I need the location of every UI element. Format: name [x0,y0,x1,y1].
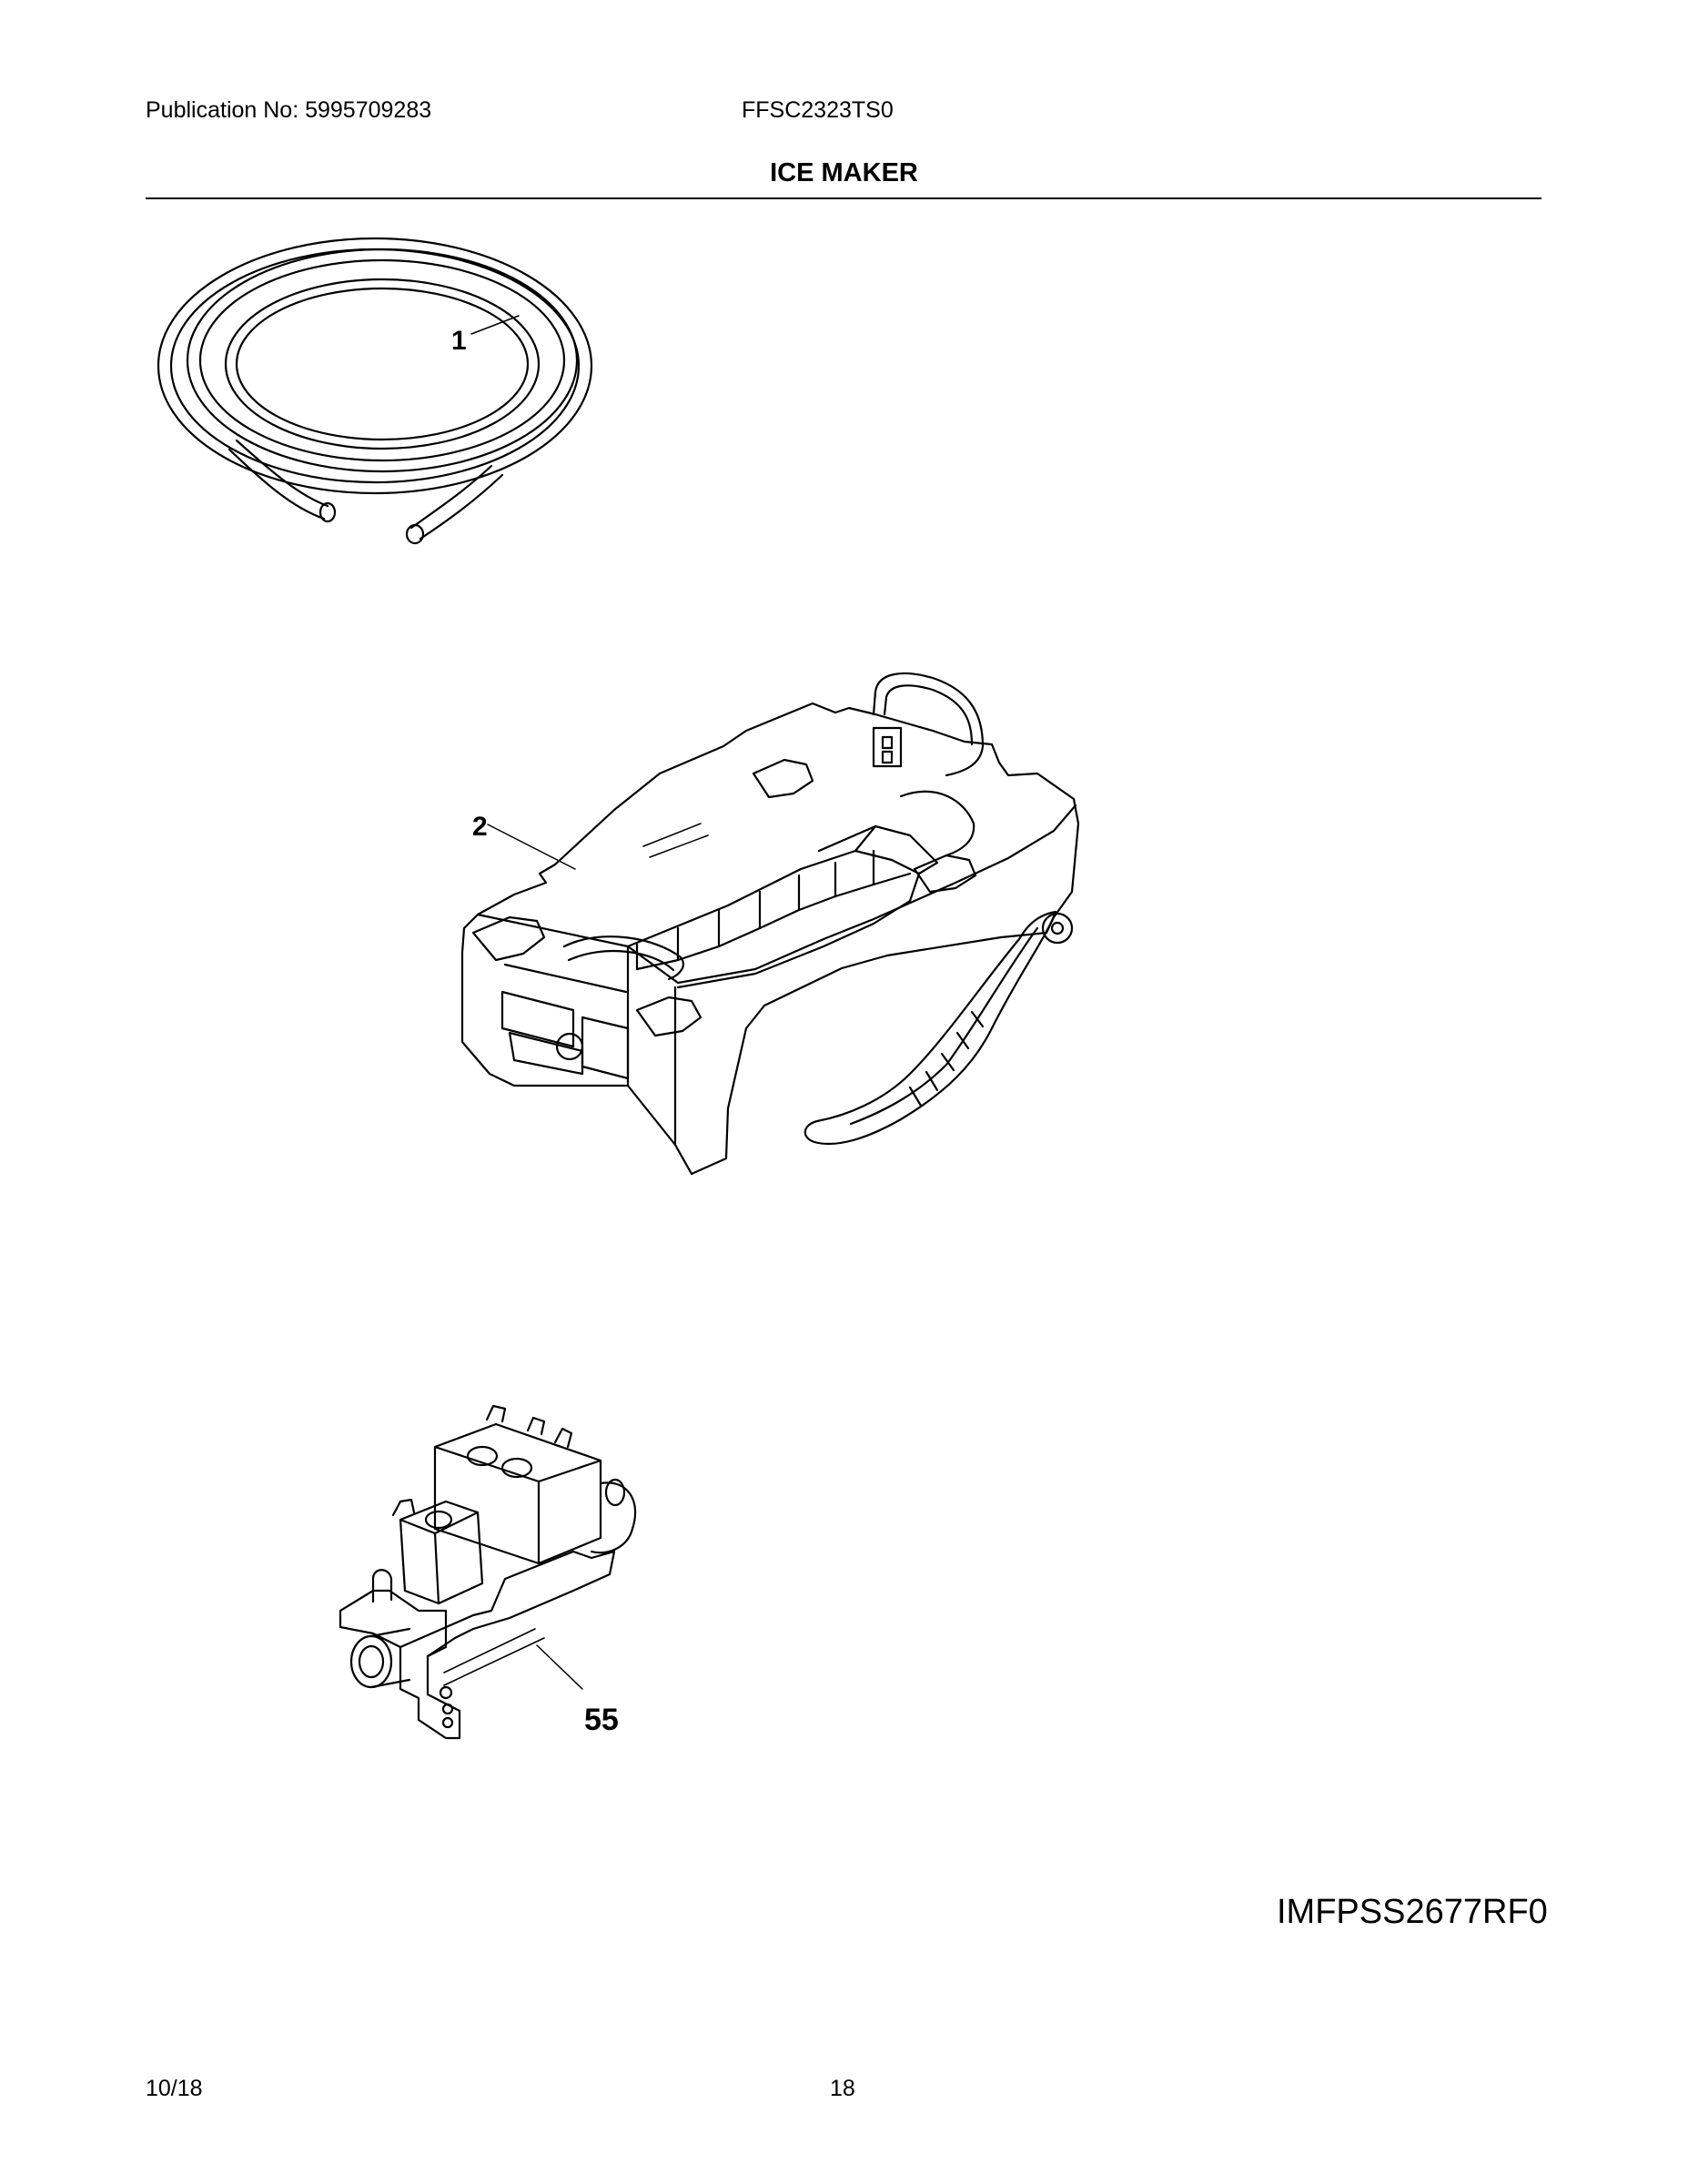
page-title: ICE MAKER [770,158,918,187]
revision-date: 10/18 [146,2076,203,2101]
page-number: 18 [830,2076,855,2101]
ice-maker-assembly-icon [460,672,1080,1176]
publication-number: Publication No: 5995709283 [146,97,432,123]
water-valve-icon [339,1404,637,1740]
header-rule [146,197,1541,199]
callout-1: 1 [451,326,467,356]
model-number: FFSC2323TS0 [742,97,894,123]
water-tubing-coil-icon [157,237,593,545]
callout-2: 2 [472,812,488,842]
callout-55: 55 [584,1703,619,1737]
illustration-code: IMFPSS2677RF0 [1277,1893,1548,1931]
